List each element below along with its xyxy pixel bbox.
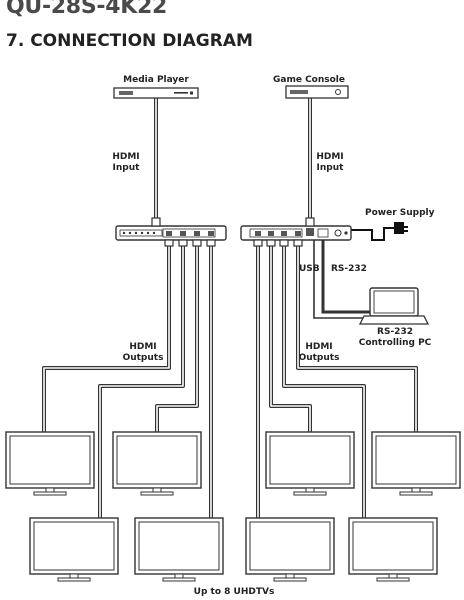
rs232-label: RS-232 — [331, 264, 367, 274]
uhdtv-display — [245, 517, 335, 582]
uhdtv-display — [265, 431, 355, 496]
uhdtv-display — [348, 517, 438, 582]
uhdtv-displays — [5, 431, 461, 582]
hdmi-input-sublabel-right: Input — [317, 163, 345, 173]
usb-label: USB — [299, 264, 320, 274]
uhdtv-display — [112, 431, 202, 496]
displays-caption: Up to 8 UHDTVs — [194, 587, 275, 597]
hdmi-cables — [42, 98, 418, 518]
section-title: 7. CONNECTION DIAGRAM — [6, 31, 253, 51]
hdmi-output-sublabel-right: Outputs — [299, 353, 340, 363]
hdmi-output-label-left: HDMI — [129, 342, 156, 352]
control-cables — [313, 240, 370, 319]
hdmi-input-sublabel-left: Input — [113, 163, 141, 173]
power-adapter — [394, 222, 408, 234]
hdmi-output-sublabel-left: Outputs — [123, 353, 164, 363]
game-console-label: Game Console — [273, 75, 345, 85]
power-cable — [342, 227, 394, 241]
splitter-unit-left — [115, 225, 227, 241]
splitter-unit-right — [240, 225, 352, 241]
uhdtv-display — [371, 431, 461, 496]
laptop-icon — [358, 287, 430, 325]
document-title: QU-28S-4K22 — [6, 0, 167, 19]
media-player-label: Media Player — [123, 75, 189, 85]
hdmi-input-label-left: HDMI — [112, 152, 139, 162]
power-supply-label: Power Supply — [365, 208, 435, 218]
media-player-device — [113, 87, 199, 99]
game-console-device — [285, 85, 349, 99]
hdmi-output-label-right: HDMI — [305, 342, 332, 352]
uhdtv-display — [5, 431, 95, 496]
pc-label-line1: RS-232 — [377, 327, 413, 337]
hdmi-input-label-right: HDMI — [316, 152, 343, 162]
pc-label-line2: Controlling PC — [359, 338, 432, 348]
uhdtv-display — [134, 517, 224, 582]
uhdtv-display — [29, 517, 119, 582]
